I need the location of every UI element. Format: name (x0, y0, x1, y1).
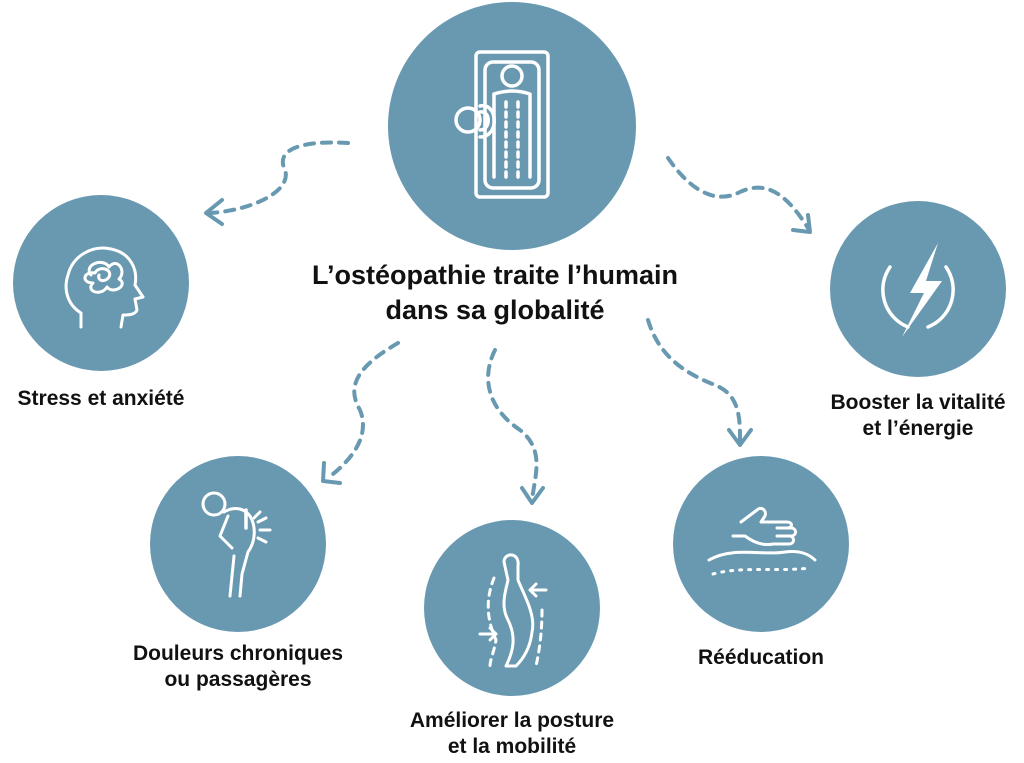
vitality-label-line2: et l’énergie (862, 416, 974, 440)
arrow-to-pain (326, 341, 400, 480)
center-title: L’ostéopathie traite l’humain dans sa gl… (290, 258, 700, 328)
arrowhead-posture (520, 486, 545, 505)
spine-posture-icon (478, 553, 548, 668)
stress-label: Stress et anxiété (0, 386, 202, 412)
pain-label: Douleurs chroniques ou passagères (110, 641, 366, 692)
hand-massage-icon (707, 506, 817, 576)
center-title-line1: L’ostéopathie traite l’humain (311, 260, 679, 290)
pain-label-line1: Douleurs chroniques (132, 642, 344, 665)
stress-label-line1: Stress et anxiété (17, 387, 185, 410)
arrow-to-stress (208, 140, 350, 215)
arrow-to-rehab (646, 318, 742, 444)
lightning-icon (881, 243, 955, 337)
posture-label-line2: et la mobilité (447, 734, 577, 758)
rehab-circle (673, 456, 849, 632)
center-circle (388, 2, 636, 250)
vitality-label-line1: Booster la vitalité (830, 391, 1006, 414)
arrowhead-rehab (727, 428, 753, 447)
vitality-circle (830, 201, 1006, 377)
arrowhead-stress (204, 198, 224, 226)
osteopath-treatment-table-icon (454, 50, 550, 199)
arrowhead-pain (321, 461, 342, 485)
pain-label-line2: ou passagères (164, 667, 312, 691)
center-title-line2: dans sa globalité (385, 295, 605, 326)
tangled-head-icon (64, 246, 145, 329)
rehab-label: Rééducation (660, 645, 862, 671)
back-pain-icon (201, 491, 272, 598)
stress-circle (13, 195, 189, 371)
pain-circle (150, 456, 326, 632)
arrow-to-posture (486, 348, 539, 502)
posture-label-line1: Améliorer la posture (409, 709, 615, 732)
posture-label: Améliorer la posture et la mobilité (382, 708, 642, 759)
arrow-to-vitality (666, 156, 810, 230)
rehab-label-line1: Rééducation (697, 646, 825, 669)
vitality-label: Booster la vitalité et l’énergie (812, 390, 1024, 441)
arrowhead-vitality (791, 213, 812, 234)
posture-circle (424, 520, 600, 696)
